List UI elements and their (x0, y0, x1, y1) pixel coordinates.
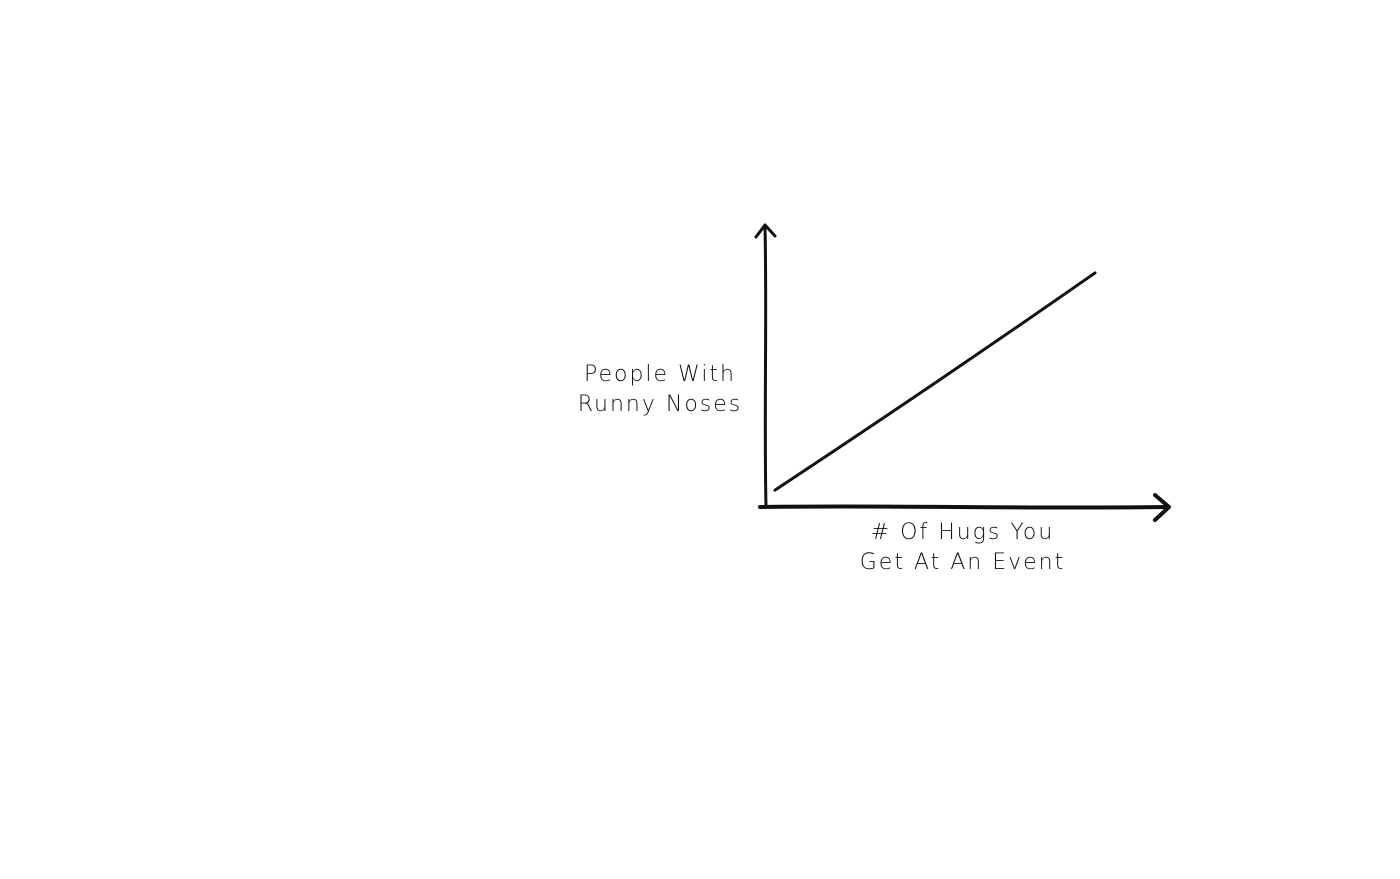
x-axis-label-line-2: Get At An Event (859, 550, 1066, 575)
y-axis-label: People With Runny Noses (570, 360, 750, 420)
y-axis-line (763, 225, 768, 509)
y-axis-arrowhead (754, 223, 777, 239)
y-axis-label-line-1: People With (583, 362, 737, 387)
x-axis-label: # Of Hugs You Get At An Event (840, 518, 1085, 578)
series-layer (773, 271, 1097, 492)
x-axis-line (758, 504, 1170, 510)
x-axis-arrowhead (1153, 493, 1171, 522)
x-axis-label-line-1: # Of Hugs You (870, 520, 1055, 545)
y-axis-label-line-2: Runny Noses (577, 392, 743, 417)
series-line-1 (773, 271, 1097, 492)
